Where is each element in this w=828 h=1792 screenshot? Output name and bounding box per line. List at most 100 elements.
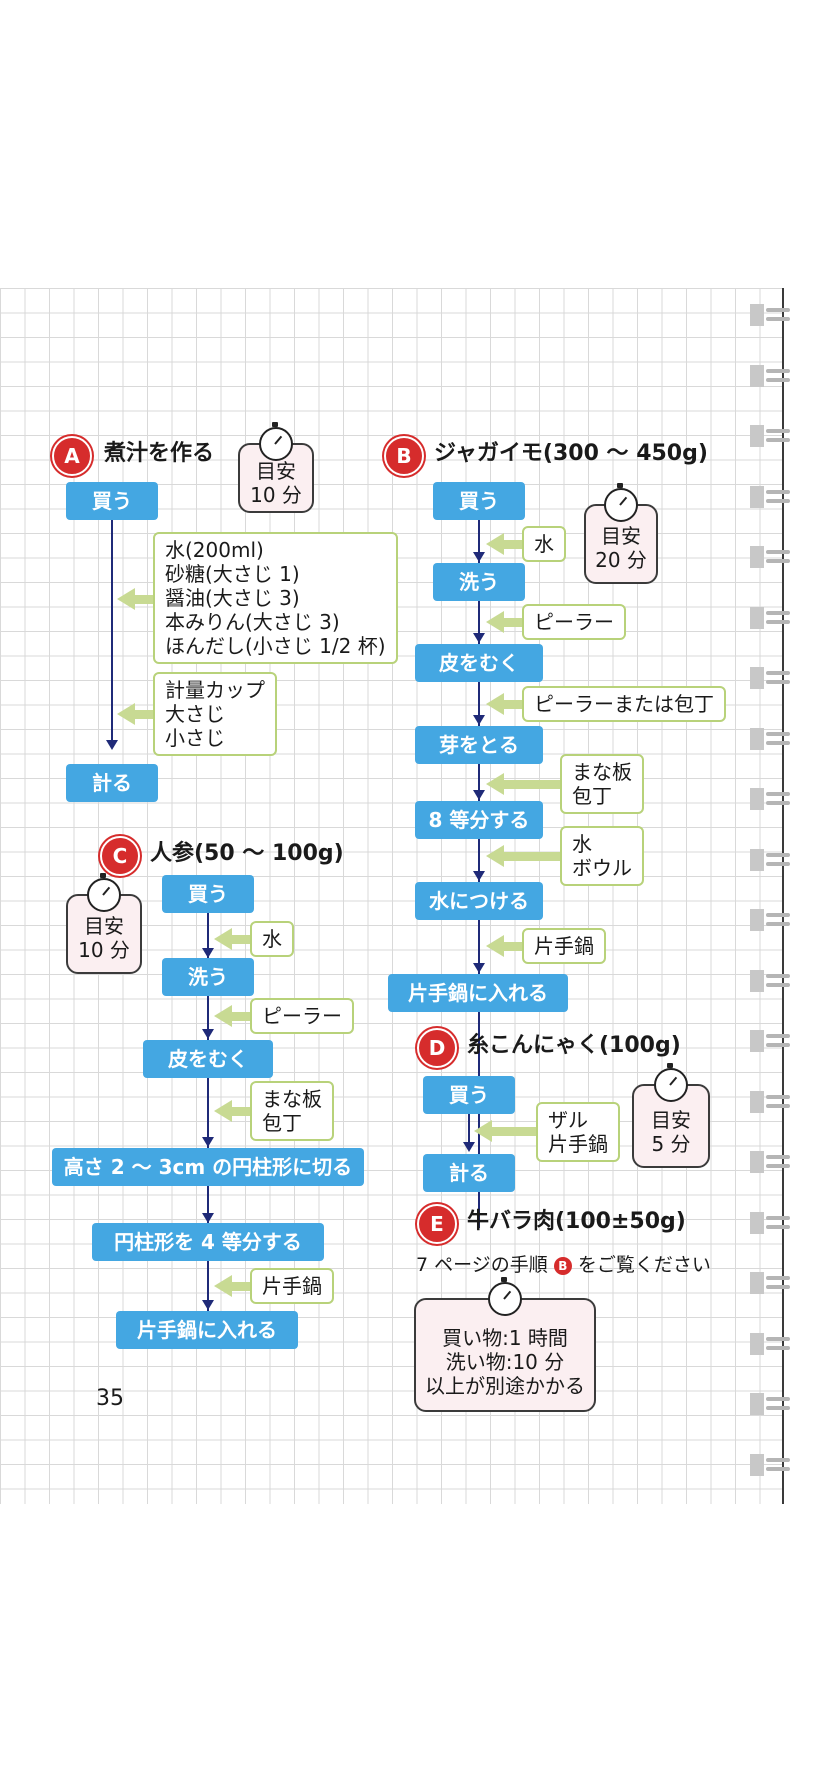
- b-arrowhead: [473, 552, 485, 562]
- section-d-timer: 目安 5 分: [632, 1063, 710, 1168]
- b-tool-item: ボウル: [572, 856, 632, 880]
- note-badge: B: [553, 1256, 572, 1275]
- d-tool-colander-pan: ザル 片手鍋: [536, 1102, 620, 1162]
- b-tool-item: まな板: [572, 760, 632, 784]
- section-a-timer: 目安 10 分: [238, 422, 314, 513]
- notebook-page: A 煮汁を作る 目安 10 分 買う 計る 水(200ml) 砂糖(大さじ 1)…: [0, 288, 790, 1504]
- binding-ring: [750, 788, 790, 810]
- b-arrowhead: [473, 715, 485, 725]
- c-tool-peeler: ピーラー: [250, 998, 354, 1034]
- binding-ring: [750, 1211, 790, 1234]
- b-arrowhead: [473, 790, 485, 800]
- c-tool-pan: 片手鍋: [250, 1268, 334, 1304]
- c-step-5: 円柱形を 4 等分する: [92, 1223, 324, 1261]
- summary-line: 以上が別途かかる: [425, 1374, 585, 1398]
- binding-ring: [750, 364, 790, 387]
- a-tools-box: 計量カップ 大さじ 小さじ: [153, 672, 277, 756]
- c-step-1: 買う: [162, 875, 254, 913]
- a-flow-line: [111, 520, 113, 742]
- b-tool-item: 水: [572, 832, 592, 856]
- section-c-badge: C: [100, 836, 140, 876]
- binding-ring: [750, 848, 790, 871]
- b-step-4: 芽をとる: [415, 726, 543, 764]
- stopwatch-icon: [259, 422, 293, 461]
- stopwatch-icon: [488, 1277, 522, 1316]
- section-b-title: ジャガイモ(300 〜 450g): [434, 441, 708, 466]
- section-e-badge: E: [417, 1204, 457, 1244]
- timer-label: 目安: [84, 914, 124, 938]
- binding-ring: [750, 1151, 790, 1173]
- a-ingredients-box: 水(200ml) 砂糖(大さじ 1) 醤油(大さじ 3) 本みりん(大さじ 3)…: [153, 532, 398, 664]
- d-step-buy: 買う: [423, 1076, 515, 1114]
- stopwatch-icon: [87, 873, 121, 912]
- stopwatch-icon: [604, 483, 638, 522]
- timer-value: 10 分: [250, 483, 302, 507]
- c-tool-board-knife: まな板 包丁: [250, 1081, 334, 1141]
- c-step-4: 高さ 2 〜 3cm の円柱形に切る: [52, 1148, 364, 1186]
- b-arrowhead: [473, 963, 485, 973]
- a-flow-arrowhead: [106, 740, 118, 750]
- section-e-note: 7 ページの手順 B をご覧ください: [416, 1250, 711, 1277]
- c-tool-water: 水: [250, 921, 294, 957]
- c-tool-item: まな板: [262, 1087, 322, 1111]
- binding-ring: [750, 1030, 790, 1052]
- a-ingredient: 砂糖(大さじ 1): [165, 562, 300, 586]
- binding-ring: [750, 425, 790, 447]
- c-step-2: 洗う: [162, 958, 254, 996]
- section-d-badge: D: [417, 1028, 457, 1068]
- binding-ring: [750, 1090, 790, 1113]
- b-tool-water-bowl: 水 ボウル: [560, 826, 644, 886]
- timer-value: 20 分: [595, 548, 647, 572]
- b-arrowhead: [473, 633, 485, 643]
- section-a-badge: A: [52, 436, 92, 476]
- summary-timer: 買い物:1 時間 洗い物:10 分 以上が別途かかる: [414, 1277, 596, 1412]
- b-step-5: 8 等分する: [415, 801, 543, 839]
- b-arrowhead: [473, 871, 485, 881]
- binding-ring: [750, 1453, 790, 1476]
- d-flow-line: [468, 1114, 470, 1144]
- c-tool-item: 包丁: [262, 1111, 302, 1135]
- binding-ring: [750, 304, 790, 326]
- c-arrowhead: [202, 1137, 214, 1147]
- section-c-timer: 目安 10 分: [66, 873, 142, 974]
- d-step-measure: 計る: [423, 1154, 515, 1192]
- b-step-1: 買う: [433, 482, 525, 520]
- note-text: をご覧ください: [577, 1254, 711, 1276]
- a-tool: 計量カップ: [165, 678, 265, 702]
- stopwatch-icon: [654, 1063, 688, 1102]
- section-a-title: 煮汁を作る: [104, 441, 215, 466]
- timer-label: 目安: [651, 1108, 691, 1132]
- binding-ring: [750, 1393, 790, 1415]
- b-tool-pan: 片手鍋: [522, 928, 606, 964]
- d-tool-item: ザル: [548, 1108, 588, 1132]
- b-tool-item: 包丁: [572, 784, 612, 808]
- timer-label: 目安: [256, 459, 296, 483]
- d-tool-item: 片手鍋: [548, 1132, 608, 1156]
- a-ingredient: 本みりん(大さじ 3): [165, 610, 340, 634]
- b-step-3: 皮をむく: [415, 644, 543, 682]
- a-tool: 小さじ: [165, 726, 225, 750]
- a-ingredient: 水(200ml): [165, 538, 264, 562]
- c-flow-line: [207, 913, 209, 1323]
- c-arrowhead: [202, 1213, 214, 1223]
- a-step-buy: 買う: [66, 482, 158, 520]
- section-d-title: 糸こんにゃく(100g): [467, 1033, 681, 1058]
- binding-ring: [750, 909, 790, 931]
- b-step-2: 洗う: [433, 563, 525, 601]
- a-ingredient: 醤油(大さじ 3): [165, 586, 300, 610]
- a-ingredient: ほんだし(小さじ 1/2 杯): [165, 634, 386, 658]
- timer-value: 5 分: [651, 1132, 691, 1156]
- c-arrowhead: [202, 1029, 214, 1039]
- a-tool: 大さじ: [165, 702, 225, 726]
- binding-ring: [750, 969, 790, 992]
- c-step-3: 皮をむく: [143, 1040, 273, 1078]
- binding-ring: [750, 667, 790, 689]
- c-arrowhead: [202, 948, 214, 958]
- c-step-6: 片手鍋に入れる: [116, 1311, 298, 1349]
- b-tool-peeler: ピーラー: [522, 604, 626, 640]
- timer-value: 10 分: [78, 938, 130, 962]
- c-arrowhead: [202, 1300, 214, 1310]
- section-e-title: 牛バラ肉(100±50g): [467, 1209, 686, 1234]
- summary-line: 買い物:1 時間: [442, 1326, 568, 1350]
- b-tool-water: 水: [522, 526, 566, 562]
